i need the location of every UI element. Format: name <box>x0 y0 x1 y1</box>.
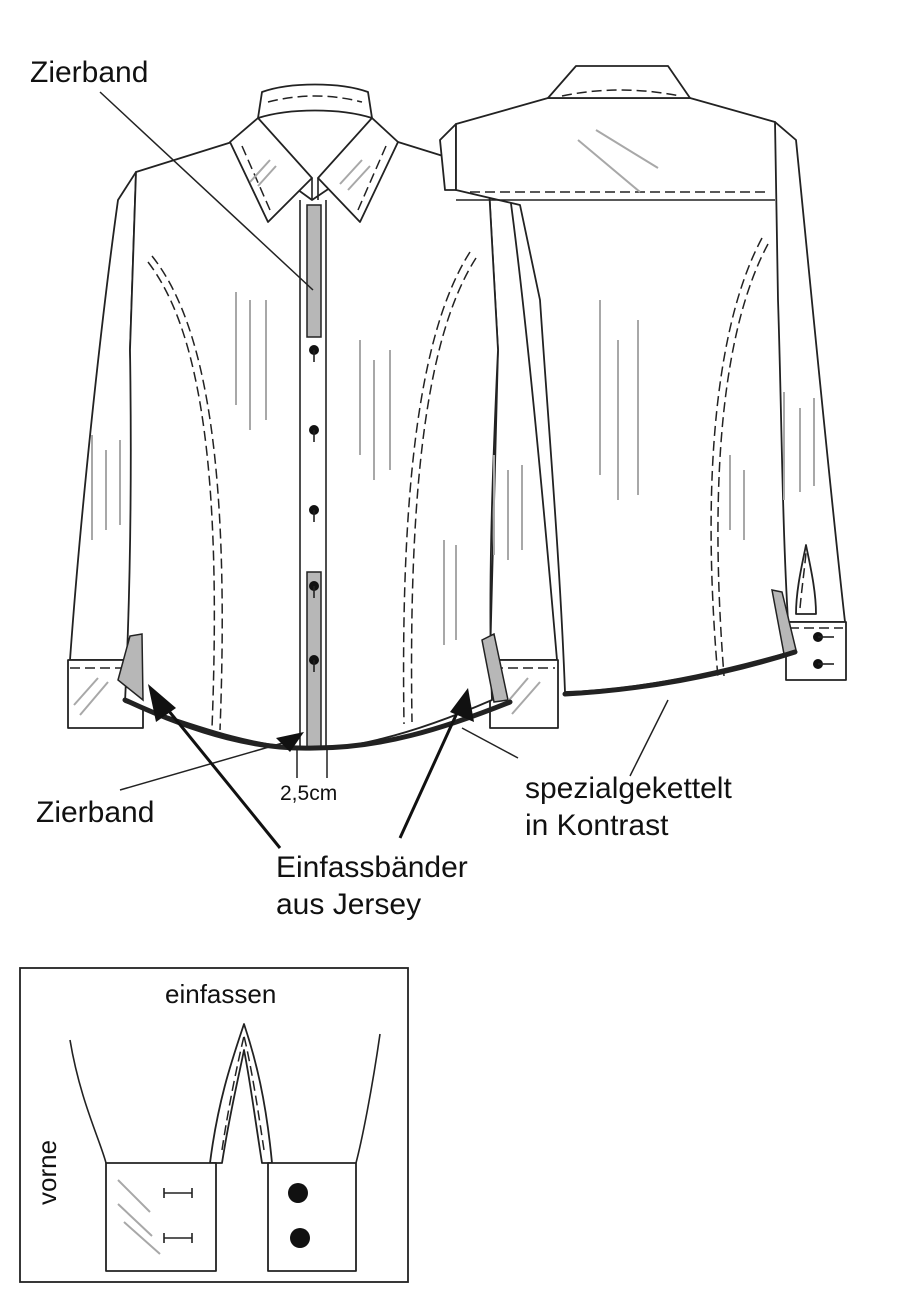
back-right-sleeve <box>774 121 846 623</box>
detail-side-label: vorne <box>32 1140 62 1205</box>
zierband-upper <box>306 204 322 338</box>
detail-cuff-left <box>105 1162 217 1272</box>
label-kettelt-line2: in Kontrast <box>525 809 669 842</box>
front-collar-stand <box>257 83 373 119</box>
callouts <box>99 91 669 849</box>
detail-cuff-button-2 <box>290 1228 310 1248</box>
front-collar-right <box>317 117 399 223</box>
cuff-detail-box: einfassen vorne <box>19 967 409 1283</box>
label-measurement: 2,5cm <box>280 782 337 805</box>
back-view <box>439 65 847 697</box>
back-hem-binding <box>562 649 798 697</box>
front-collar-left <box>229 117 313 223</box>
front-view <box>67 83 559 751</box>
label-einfass-line2: aus Jersey <box>276 888 421 921</box>
label-kettelt-line1: spezialgekettelt <box>525 772 732 805</box>
back-collar <box>547 65 691 99</box>
detail-cuff-button-1 <box>288 1183 308 1203</box>
back-cuff-slit <box>795 544 817 615</box>
label-zierband-top: Zierband <box>30 56 148 89</box>
front-right-sleeve <box>487 169 558 661</box>
front-left-cuff-binding <box>117 633 144 702</box>
detail-title: einfassen <box>165 979 276 1009</box>
front-left-sleeve <box>69 171 144 661</box>
label-zierband-bottom: Zierband <box>36 796 154 829</box>
front-hem-binding <box>122 697 513 751</box>
detail-frame <box>19 967 409 1283</box>
label-einfass-line1: Einfassbänder <box>276 851 468 884</box>
detail-cuff-right <box>267 1162 357 1272</box>
